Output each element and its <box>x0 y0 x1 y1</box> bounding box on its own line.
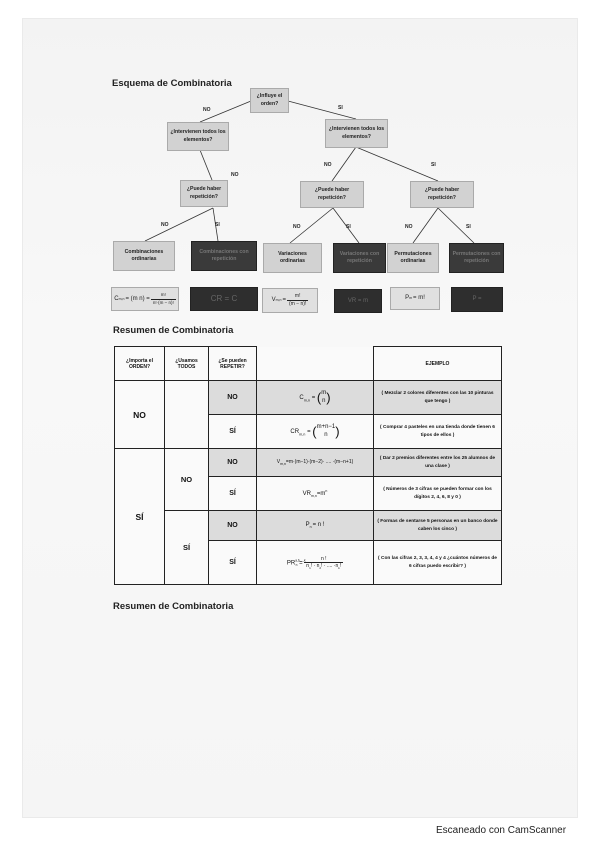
branch-si-label: SI <box>346 224 351 230</box>
result-combinaciones-repeticion: Combinaciones con repetición <box>191 241 257 271</box>
branch-no-label: NO <box>324 162 332 168</box>
formula-cell: Vm,n=m·(m−1)·(m−2)· .... ·(m−n+1) <box>256 448 374 477</box>
formula-variaciones-repeticion: VR = m <box>334 289 382 313</box>
example-cell: ( Comprar 4 pasteles en una tienda donde… <box>373 414 502 449</box>
result-permutaciones-ordinarias: Permutaciones ordinarias <box>387 243 439 273</box>
result-combinaciones-ordinarias: Combinaciones ordinarias <box>113 241 175 271</box>
table-row: SÍ PRa,b,...,kn = n ! n1! · n2! · .... ·… <box>115 540 502 585</box>
header-todos: ¿Usamos TODOS <box>164 346 209 381</box>
branch-si-label: SI <box>431 162 436 168</box>
question-repetition-middle: ¿Puede haber repetición? <box>300 181 364 208</box>
table-row: SÍ NO Pn= n ! ( Formas de sentarse 5 per… <box>115 510 502 585</box>
camscanner-watermark: Escaneado con CamScanner <box>436 825 567 836</box>
formula-cell: Pn= n ! <box>256 510 374 541</box>
example-cell: ( Dar 2 premios diferentes entre los 25 … <box>373 448 502 477</box>
formula-permutaciones-repeticion: P = <box>451 287 503 312</box>
summary-title: Resumen de Combinatoria <box>113 325 234 336</box>
example-cell: ( Mezclar 2 colores diferentes con las 1… <box>373 380 502 415</box>
table-row: SÍ VRm,n=mn ( Números de 3 cifras se pue… <box>115 476 502 511</box>
branch-no-label: NO <box>203 107 211 113</box>
header-formula <box>256 346 374 381</box>
question-repetition-right: ¿Puede haber repetición? <box>410 181 474 208</box>
branch-no-label: NO <box>293 224 301 230</box>
branch-no-label: NO <box>161 222 169 228</box>
repeat-cell: NO <box>208 510 257 541</box>
repeat-cell: SÍ <box>208 540 257 585</box>
branch-si-label: SI <box>338 105 343 111</box>
question-all-elements-left: ¿Intervienen todos los elementos? <box>167 122 229 151</box>
todos-no-cell: NO <box>164 448 209 511</box>
tree-title: Esquema de Combinatoria <box>112 78 232 89</box>
branch-si-label: SI <box>466 224 471 230</box>
todos-empty-cell <box>164 380 209 449</box>
bottom-summary-title: Resumen de Combinatoria <box>113 601 234 612</box>
repeat-cell: NO <box>208 448 257 477</box>
branch-no-label: NO <box>231 172 239 178</box>
result-variaciones-repeticion: Variaciones con repetición <box>333 243 386 273</box>
header-orden: ¿Importa el ORDEN? <box>114 346 165 381</box>
header-repetir: ¿Se pueden REPETIR? <box>208 346 257 381</box>
formula-cell: PRa,b,...,kn = n ! n1! · n2! · .... ·nk! <box>256 540 374 585</box>
header-ejemplo: EJEMPLO <box>373 346 502 381</box>
branch-no-label: NO <box>405 224 413 230</box>
todos-si-cell: SÍ <box>164 510 209 585</box>
question-all-elements-right: ¿Intervienen todos los elementos? <box>325 119 388 148</box>
result-permutaciones-repeticion: Permutaciones con repetición <box>449 243 504 273</box>
branch-si-label: SI <box>215 222 220 228</box>
decision-tree-lines <box>144 100 475 244</box>
summary-table: ¿Importa el ORDEN? ¿Usamos TODOS ¿Se pue… <box>114 346 502 585</box>
orden-no-cell: NO <box>114 380 165 449</box>
example-cell: ( Con las cifras 2, 3, 3, 4, 4 y 4 ¿cuán… <box>373 540 502 585</box>
orden-si-cell: SÍ <box>114 448 165 585</box>
repeat-cell: NO <box>208 380 257 415</box>
formula-cell: VRm,n=mn <box>256 476 374 511</box>
repeat-cell: SÍ <box>208 476 257 511</box>
repeat-cell: SÍ <box>208 414 257 449</box>
example-cell: ( Formas de sentarse 5 personas en un ba… <box>373 510 502 541</box>
table-row: SÍ NO NO Vm,n=m·(m−1)·(m−2)· .... ·(m−n+… <box>114 448 502 585</box>
formula-combinaciones-repeticion: CR = C <box>190 287 258 311</box>
question-repetition-left: ¿Puede haber repetición? <box>180 180 228 207</box>
question-order-node: ¿Influye el orden? <box>250 88 289 113</box>
example-cell: ( Números de 3 cifras se pueden formar c… <box>373 476 502 511</box>
result-variaciones-ordinarias: Variaciones ordinarias <box>263 243 322 273</box>
